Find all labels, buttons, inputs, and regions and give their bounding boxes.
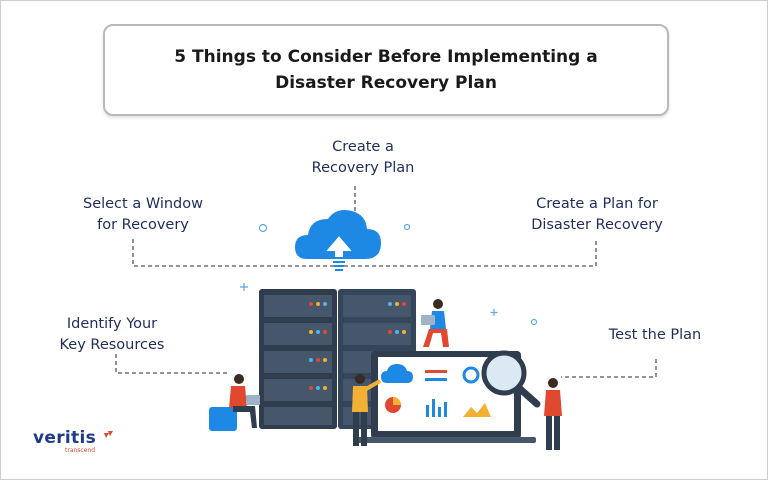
- person-right: [544, 378, 562, 450]
- person-on-server: [421, 299, 449, 347]
- logo-name: veritis: [33, 428, 96, 448]
- title-box: 5 Things to Consider Before Implementing…: [103, 24, 669, 116]
- connector-left: [115, 354, 229, 374]
- label-test-plan: Test the Plan: [608, 327, 702, 343]
- sparkles: [240, 223, 538, 326]
- cloud-upload-icon: [295, 210, 381, 271]
- label-create-plan-disaster: Create a Plan for Disaster Recovery: [531, 196, 663, 233]
- person-pointing: [352, 374, 381, 446]
- server-rack-icon: [259, 289, 416, 429]
- person-left: [209, 374, 260, 431]
- title-line-1: 5 Things to Consider Before Implementing…: [174, 47, 598, 67]
- title-line-2: Disaster Recovery Plan: [275, 73, 497, 93]
- logo-tagline: transcend: [65, 447, 96, 454]
- magnifier-icon: [481, 350, 541, 408]
- label-identify-resources: Identify Your Key Resources: [59, 316, 165, 353]
- label-select-window: Select a Window for Recovery: [82, 196, 203, 233]
- connectors: [115, 186, 657, 378]
- connector-right: [561, 359, 657, 378]
- logo-mark-icon: [104, 431, 113, 438]
- label-create-recovery-plan: Create a Recovery Plan: [311, 139, 415, 176]
